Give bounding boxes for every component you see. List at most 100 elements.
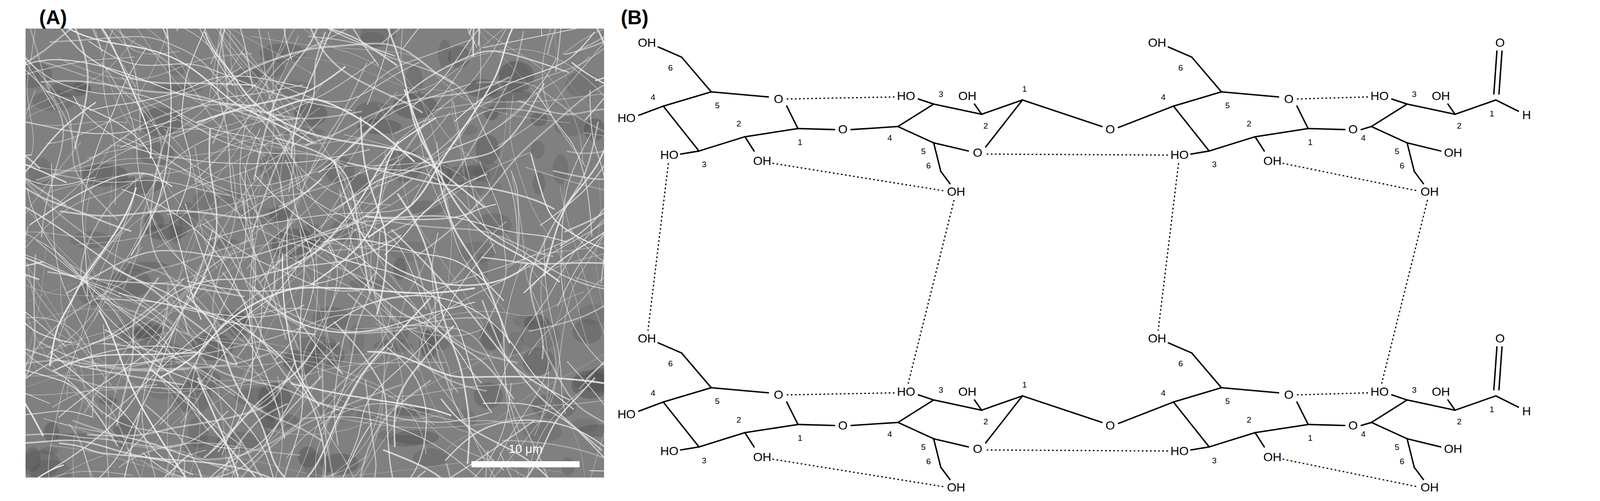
cellulose-fiber	[25, 157, 96, 186]
cellulose-fiber	[58, 107, 320, 340]
cellulose-fiber	[416, 412, 605, 478]
carbon-number: 2	[736, 415, 742, 424]
covalent-bond	[680, 446, 699, 450]
sem-pore	[392, 430, 439, 445]
scale-label: 10 μm	[508, 442, 543, 456]
covalent-bond	[1499, 51, 1503, 94]
atom-label: OH	[958, 385, 977, 398]
carbon-number: 5	[714, 100, 720, 110]
cellulose-fiber	[362, 108, 552, 191]
atom-label: OH	[753, 451, 772, 464]
cellulose-fiber	[301, 416, 480, 478]
cellulose-fiber	[239, 125, 263, 369]
sem-pore	[498, 61, 535, 93]
cellulose-fiber	[25, 329, 174, 478]
cellulose-fiber	[25, 254, 36, 478]
atom-label: OH	[1263, 451, 1282, 464]
atom-label: H	[1522, 405, 1531, 418]
covalent-bond	[1371, 400, 1407, 423]
covalent-bond	[1191, 352, 1222, 388]
atom-label: OH	[947, 481, 966, 494]
atom-label: OH	[1444, 442, 1463, 456]
cellulose-fiber	[27, 28, 58, 156]
covalent-bond	[1407, 142, 1442, 152]
covalent-bond	[898, 400, 934, 423]
covalent-bond	[933, 142, 941, 172]
covalent-bond	[663, 106, 699, 152]
hydrogen-bond	[1381, 200, 1428, 384]
carbon-number: 2	[1246, 119, 1252, 128]
cellulose-fiber	[443, 352, 605, 453]
cellulose-fiber	[25, 85, 144, 329]
carbon-number: 6	[1178, 63, 1184, 72]
covalent-bond	[744, 128, 799, 137]
carbon-number: 4	[650, 92, 656, 101]
carbon-number: 5	[1394, 442, 1400, 452]
cellulose-fiber	[25, 455, 104, 478]
covalent-bond	[1022, 395, 1103, 423]
cellulose-fiber	[118, 293, 285, 439]
covalent-bond	[711, 387, 769, 393]
cellulose-fiber	[82, 47, 147, 297]
cellulose-fiber	[235, 237, 573, 321]
covalent-bond	[1221, 91, 1279, 97]
atom-label: OH	[1431, 385, 1450, 398]
cellulose-fiber	[185, 203, 278, 357]
atom-label: O	[1495, 36, 1505, 49]
cellulose-fiber	[128, 35, 299, 130]
atom-label: OH	[753, 155, 772, 168]
cellulose-fiber	[84, 28, 249, 62]
cellulose-fiber	[450, 56, 590, 149]
cellulose-fiber	[25, 59, 260, 106]
cellulose-fiber	[381, 28, 605, 44]
covalent-bond	[638, 106, 664, 116]
cellulose-fiber	[575, 28, 605, 52]
hydrogen-bond	[786, 96, 896, 100]
cellulose-fiber	[384, 174, 488, 255]
cellulose-fiber	[280, 229, 304, 478]
cellulose-fiber	[159, 128, 261, 425]
cellulose-fiber	[585, 28, 605, 121]
cellulose-fiber	[25, 129, 76, 278]
sem-pore	[565, 71, 600, 97]
covalent-bond	[1168, 46, 1192, 58]
carbon-number: 3	[1212, 455, 1217, 465]
covalent-bond	[898, 126, 934, 143]
carbon-number: 2	[1246, 415, 1252, 424]
covalent-bond	[1391, 394, 1407, 401]
atom-label: O	[773, 388, 784, 401]
covalent-bond	[898, 103, 934, 127]
carbon-number: 5	[921, 146, 926, 156]
cellulose-fiber	[541, 197, 605, 417]
atom-label: HO	[1370, 90, 1389, 103]
cellulose-fiber	[454, 32, 595, 122]
sem-pore	[530, 140, 545, 159]
cellulose-fiber	[595, 163, 603, 309]
carbon-number: 4	[887, 133, 893, 143]
cellulose-fiber	[267, 352, 493, 435]
panel-label: (B)	[620, 7, 649, 28]
cellulose-fiber	[27, 188, 178, 359]
cellulose-fiber	[479, 161, 507, 339]
cellulose-fiber	[290, 383, 452, 416]
cellulose-fiber	[132, 314, 424, 367]
cellulose-fiber	[59, 178, 322, 218]
carbon-number: 5	[921, 442, 926, 452]
covalent-bond	[1118, 401, 1174, 424]
atom-label: O	[1348, 419, 1358, 432]
sem-pore	[220, 189, 242, 206]
covalent-bond	[663, 91, 712, 107]
cellulose-fiber	[25, 244, 122, 298]
covalent-bond	[933, 103, 982, 115]
cellulose-fiber	[93, 167, 171, 321]
atom-label: OH	[1263, 155, 1282, 168]
atom-label: OH	[1431, 90, 1450, 103]
covalent-bond	[658, 342, 682, 354]
hydrogen-bond	[772, 163, 944, 191]
carbon-number: 3	[1212, 160, 1217, 169]
cellulose-fiber	[25, 356, 101, 478]
atom-label: OH	[1420, 185, 1439, 198]
cellulose-fiber	[25, 178, 138, 462]
atom-label: OH	[947, 185, 966, 198]
